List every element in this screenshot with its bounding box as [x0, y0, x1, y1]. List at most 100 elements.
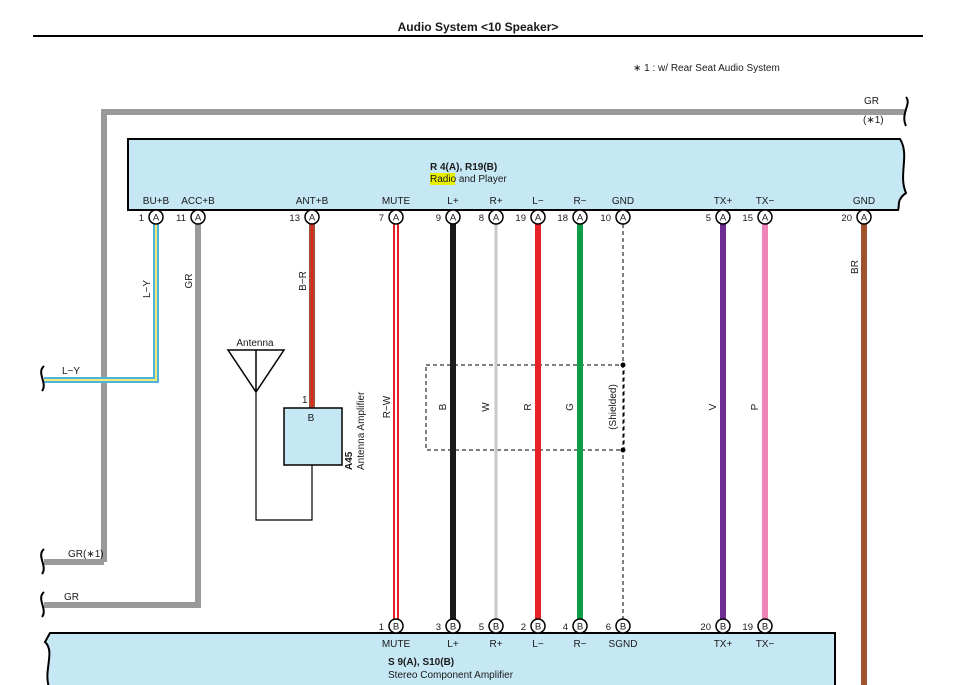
pin-number: 15 [742, 213, 753, 224]
left-break-gr [40, 591, 45, 618]
pin-number: 20 [841, 213, 852, 224]
amp-pin-label-rm: R− [573, 639, 586, 650]
radio-pin-label-txm: TX− [756, 196, 775, 207]
wire-label-v: V [708, 403, 719, 410]
radio-pin-label-rm: R− [573, 196, 586, 207]
pin-connector: B [535, 622, 541, 633]
pin-number: 10 [600, 213, 611, 224]
radio-pin-19: 19 A [515, 209, 546, 225]
pin-circle [856, 209, 872, 225]
radio-pin-20: 20 A [841, 209, 872, 225]
wire-label-gr: GR [184, 274, 195, 289]
radio-name-rest: and Player [459, 174, 507, 185]
left-ref-gr: GR [64, 592, 79, 603]
radio-pin-15: 15 A [742, 209, 773, 225]
amp-body [43, 632, 836, 685]
pin-connector: A [577, 213, 584, 224]
pin-circle [615, 618, 631, 634]
radio-pin-label-acc: ACC+B [181, 196, 215, 207]
pin-number: 18 [557, 213, 568, 224]
wire-label-g: G [565, 403, 576, 411]
pin-circle [388, 618, 404, 634]
pin-circle [715, 618, 731, 634]
pin-connector: A [493, 213, 500, 224]
pin-connector: A [309, 213, 316, 224]
amp-pin-label-sgnd: SGND [609, 639, 638, 650]
footnote: ∗ 1 : w/ Rear Seat Audio System [633, 63, 780, 74]
pin-connector: B [720, 622, 726, 633]
left-ref-gr1: GR(∗1) [68, 549, 104, 560]
pin-number: 1 [139, 213, 144, 224]
pin-number: 6 [606, 622, 611, 633]
antenna-amp-id: A45 [344, 451, 355, 470]
pin-connector: A [762, 213, 769, 224]
radio-pin-label-gnd: GND [612, 196, 634, 207]
pin-circle [190, 209, 206, 225]
shield-box [425, 364, 625, 451]
amp-pin-label-lm: L− [532, 639, 544, 650]
wire-label-shielded: (Shielded) [608, 384, 619, 430]
top-ref-note: (∗1) [863, 115, 884, 126]
pin-number: 19 [515, 213, 526, 224]
amp-pin-label-lp: L+ [447, 639, 459, 650]
wire-label-b: B [438, 403, 449, 410]
amp-id: S 9(A), S10(B) [388, 657, 454, 668]
pin-number: 5 [706, 213, 711, 224]
left-ref-ly: L−Y [62, 366, 80, 377]
antenna-icon [226, 349, 286, 394]
radio-body [127, 138, 908, 211]
radio-name-highlight [430, 173, 455, 185]
antenna-label: Antenna [236, 338, 274, 349]
diagram-title: Audio System <10 Speaker> [398, 20, 559, 34]
pin-circle [757, 618, 773, 634]
pin-number: 8 [479, 213, 484, 224]
pin-circle [445, 618, 461, 634]
amp-pin-label-txm: TX− [756, 639, 775, 650]
antenna-ground-wire [255, 392, 313, 521]
amp-pin-label-txp: TX+ [714, 639, 733, 650]
radio-pin-label-bu: BU+B [143, 196, 170, 207]
pin-connector: A [153, 213, 160, 224]
amp-pin-label-rp: R+ [489, 639, 502, 650]
shield-junction-top [620, 362, 626, 368]
pin-number: 2 [521, 622, 526, 633]
radio-pin-13: 13 A [289, 209, 320, 225]
pin-circle [445, 209, 461, 225]
pin-connector: A [861, 213, 868, 224]
pin-circle [148, 209, 164, 225]
pin-number: 9 [436, 213, 441, 224]
wire-gr-top [101, 109, 906, 562]
wire-label-br: B−R [298, 271, 309, 291]
pin-connector: B [450, 622, 456, 633]
pin-circle [757, 209, 773, 225]
pin-number: 1 [379, 622, 384, 633]
pin-circle [530, 618, 546, 634]
pin-number: 5 [479, 622, 484, 633]
pin-circle [530, 209, 546, 225]
wire-label-ly: L−Y [142, 280, 153, 298]
pin-number: 13 [289, 213, 300, 224]
left-break-gr1 [40, 548, 45, 575]
wire-ly-stripe [44, 224, 157, 381]
pin-connector: A [195, 213, 202, 224]
pin-circle [572, 618, 588, 634]
antenna-amp-pin-label: B [308, 413, 315, 424]
pin-circle [715, 209, 731, 225]
pin-connector: B [577, 622, 583, 633]
radio-pin-label-ant: ANT+B [296, 196, 329, 207]
pin-number: 4 [563, 622, 568, 633]
pin-connector: B [493, 622, 499, 633]
pin-connector: A [535, 213, 542, 224]
